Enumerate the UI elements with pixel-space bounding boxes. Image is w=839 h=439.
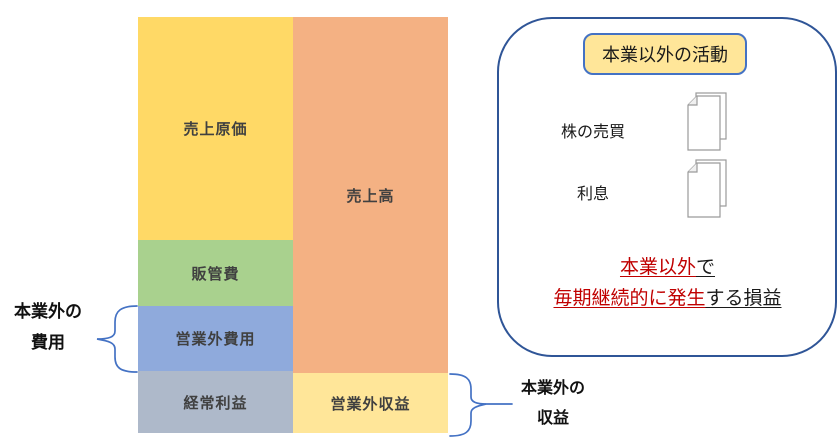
panel-title: 本業以外の活動 [602, 45, 728, 65]
panel-note-line1: 本業以外で [500, 252, 835, 283]
segment-cogs: 売上原価 [138, 17, 293, 240]
segment-cogs-label: 売上原価 [183, 121, 248, 138]
segment-nonoperating-expense: 営業外費用 [138, 306, 293, 371]
segment-ordinary-income: 経常利益 [138, 371, 293, 433]
panel-note-line2-red: 毎期継続的に発生 [553, 288, 706, 309]
panel-item-stock-trading: 株の売買 [560, 124, 625, 141]
segment-nonoperating-expense-label: 営業外費用 [175, 331, 256, 348]
segment-nonoperating-income-label: 営業外収益 [330, 395, 411, 413]
chart-left-column: 売上原価 販管費 営業外費用 経常利益 [138, 17, 293, 433]
segment-nonoperating-income: 営業外収益 [293, 373, 448, 433]
panel-note-line2: 毎期継続的に発生する損益 [500, 283, 835, 314]
panel-note-line2-black: する損益 [705, 288, 782, 309]
nonoperating-expense-callout-line1: 本業外の [14, 302, 82, 321]
chart-right-column: 売上高 営業外収益 [293, 17, 448, 433]
nonoperating-income-callout-line1: 本業外の [520, 380, 585, 397]
nonoperating-income-callout: 本業外の 収益 [506, 374, 600, 434]
nonoperating-expense-callout-line2: 費用 [31, 333, 65, 352]
documents-icon [687, 92, 727, 151]
segment-sga: 販管費 [138, 240, 293, 306]
panel-item-interest: 利息 [576, 186, 609, 203]
documents-icon [687, 159, 727, 218]
right-brace-icon [449, 373, 487, 437]
panel-note-line1-black: で [696, 257, 716, 278]
nonoperating-expense-callout: 本業外の 費用 [2, 296, 94, 358]
segment-sales: 売上高 [293, 17, 448, 373]
income-statement-chart: 売上原価 販管費 営業外費用 経常利益 売上高 営業外収益 [138, 17, 448, 433]
segment-sales-label: 売上高 [346, 187, 395, 205]
segment-sga-label: 販管費 [191, 265, 240, 283]
panel-title-box: 本業以外の活動 [583, 33, 747, 75]
left-brace-icon [96, 305, 138, 373]
panel-note: 本業以外で 毎期継続的に発生する損益 [500, 252, 835, 314]
segment-ordinary-income-label: 経常利益 [183, 394, 248, 412]
panel-note-line1-red: 本業以外 [619, 257, 696, 278]
nonoperating-income-callout-line2: 収益 [536, 410, 569, 427]
